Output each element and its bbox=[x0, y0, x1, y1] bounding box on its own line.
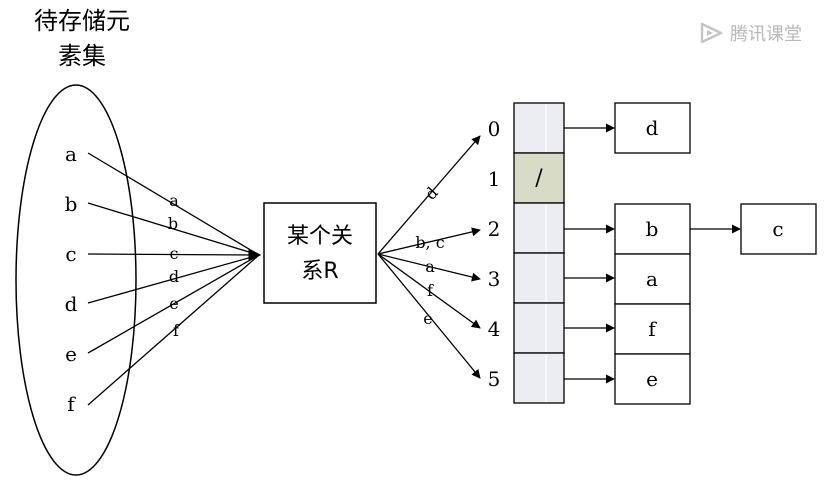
edge-label-r-a: a bbox=[425, 257, 435, 276]
node-d-label: d bbox=[646, 116, 659, 140]
input-line-f bbox=[87, 254, 260, 406]
arrow-to-0 bbox=[377, 135, 481, 255]
input-mapping-lines bbox=[87, 152, 262, 406]
input-line-d bbox=[87, 254, 260, 304]
element-a: a bbox=[65, 142, 77, 166]
node-e-label: e bbox=[646, 367, 658, 391]
source-set-ellipse bbox=[15, 84, 137, 476]
relation-box-label-line2: 系R bbox=[301, 259, 338, 284]
node-e bbox=[614, 353, 691, 405]
node-c-label: c bbox=[772, 217, 783, 241]
edge-label-b: b bbox=[168, 214, 178, 233]
edge-label-e: e bbox=[169, 294, 178, 313]
edge-label-a: a bbox=[169, 191, 179, 210]
node-f-label: f bbox=[648, 317, 657, 341]
arrow-to-4 bbox=[377, 253, 481, 329]
node-a bbox=[614, 253, 691, 305]
arrow-to-3 bbox=[377, 253, 481, 282]
element-d: d bbox=[65, 292, 78, 316]
edge-label-r-bc: b, c bbox=[415, 233, 444, 252]
watermark: 腾讯课堂 bbox=[698, 20, 802, 46]
output-mapping-arrows bbox=[377, 135, 481, 379]
relation-box-label-line1: 某个关 bbox=[287, 224, 353, 249]
edge-label-c: c bbox=[170, 244, 179, 263]
source-set-title-line1: 待存储元 bbox=[34, 7, 130, 35]
edge-label-f: f bbox=[173, 321, 180, 340]
index-3: 3 bbox=[488, 267, 501, 291]
edge-label-d: d bbox=[169, 267, 179, 286]
index-0: 0 bbox=[488, 117, 501, 141]
hash-array: / bbox=[513, 102, 565, 404]
edge-label-r-f: f bbox=[427, 281, 434, 300]
input-line-a bbox=[87, 152, 260, 256]
slot-4 bbox=[513, 302, 565, 354]
element-e: e bbox=[65, 342, 77, 366]
input-line-c bbox=[87, 248, 262, 262]
input-line-e bbox=[87, 254, 260, 354]
index-1: 1 bbox=[488, 167, 501, 191]
slot-0 bbox=[513, 102, 565, 154]
slot-pointers bbox=[564, 123, 741, 384]
slot-5 bbox=[513, 352, 565, 404]
source-set-title-line2: 素集 bbox=[58, 42, 106, 70]
node-d bbox=[614, 102, 691, 154]
slot-3 bbox=[513, 252, 565, 304]
index-5: 5 bbox=[488, 367, 501, 391]
element-c: c bbox=[65, 242, 76, 266]
slot-2 bbox=[513, 202, 565, 254]
index-2: 2 bbox=[488, 217, 501, 241]
edge-label-r-e: e bbox=[423, 309, 432, 328]
node-c bbox=[740, 203, 817, 255]
play-logo-icon bbox=[700, 22, 723, 44]
list-nodes bbox=[614, 102, 817, 405]
element-f: f bbox=[67, 392, 76, 416]
relation-box bbox=[263, 202, 377, 304]
node-f bbox=[614, 303, 691, 355]
null-marker: / bbox=[535, 166, 543, 191]
index-4: 4 bbox=[488, 317, 501, 341]
input-line-b bbox=[87, 202, 260, 256]
arrow-to-2 bbox=[377, 227, 481, 255]
element-b: b bbox=[65, 192, 78, 216]
node-b-label: b bbox=[646, 217, 659, 241]
arrow-to-5 bbox=[377, 253, 481, 379]
node-a-label: a bbox=[646, 267, 658, 291]
watermark-text: 腾讯课堂 bbox=[730, 24, 802, 45]
